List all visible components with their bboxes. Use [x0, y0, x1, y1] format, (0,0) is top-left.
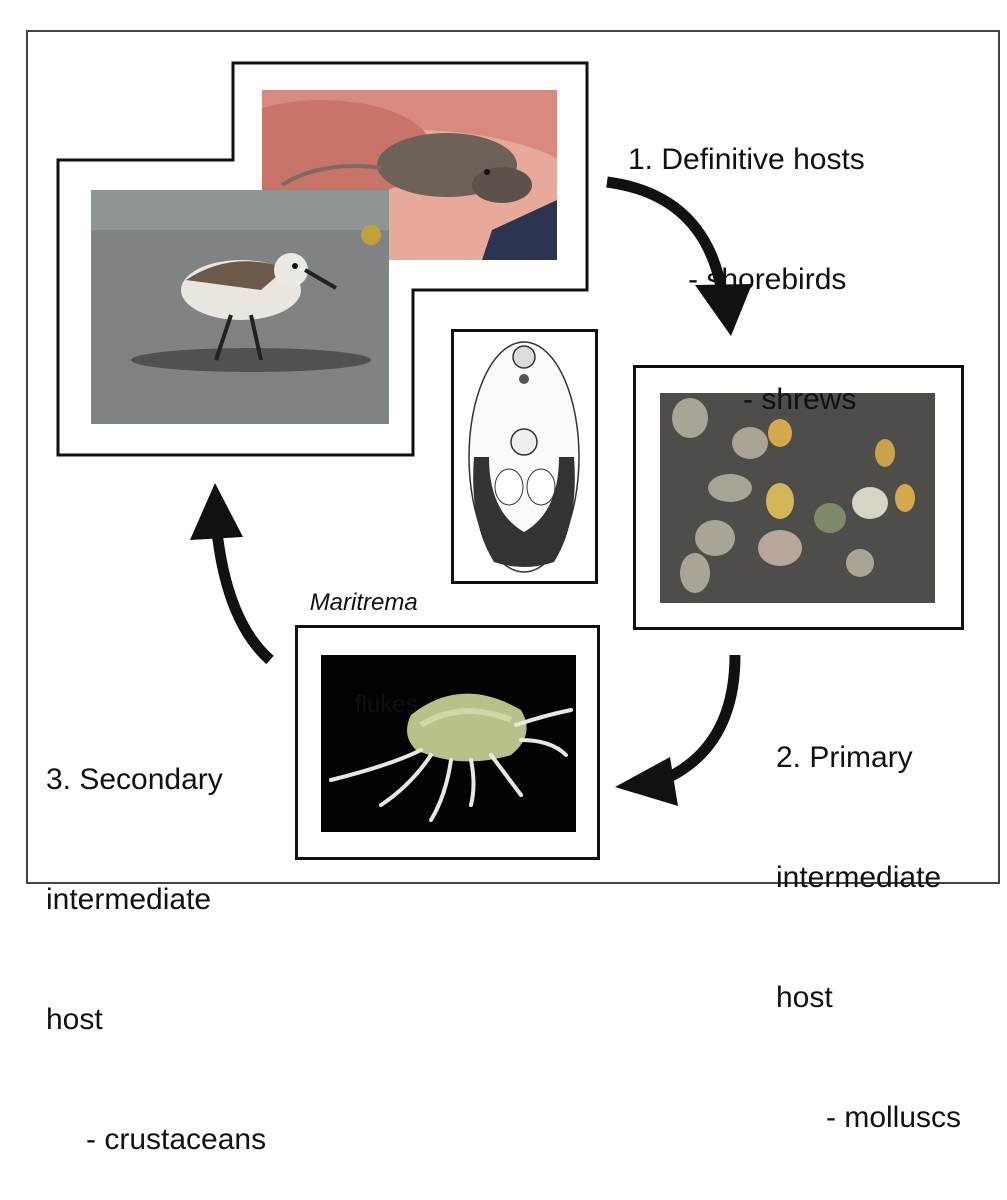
secondary-host-label: 3. Secondary intermediate host - crustac…: [46, 680, 266, 1200]
secondary-host-line2: intermediate: [46, 880, 266, 920]
primary-host-molluscs: - molluscs: [776, 1098, 961, 1138]
definitive-hosts-title: 1. Definitive hosts: [628, 140, 865, 180]
definitive-host-shrews: - shrews: [628, 380, 865, 420]
primary-host-line3: host: [776, 978, 961, 1018]
definitive-host-shorebirds: - shorebirds: [628, 260, 865, 300]
secondary-host-line1: 3. Secondary: [46, 760, 266, 800]
primary-host-label: 2. Primary intermediate host - molluscs: [776, 658, 961, 1178]
fluke-name-label: Maritrema flukes: [308, 518, 418, 756]
fluke-name-italic: Maritrema: [308, 586, 418, 620]
secondary-host-crustaceans: - crustaceans: [46, 1120, 266, 1160]
arrow-head-to-definitive: [190, 483, 243, 540]
definitive-hosts-label: 1. Definitive hosts - shorebirds - shrew…: [628, 60, 865, 460]
secondary-host-line3: host: [46, 1000, 266, 1040]
arrow-head-to-crustaceans: [615, 757, 678, 806]
primary-host-line1: 2. Primary: [776, 738, 961, 778]
primary-host-line2: intermediate: [776, 858, 961, 898]
fluke-name-rest: flukes: [308, 688, 418, 722]
